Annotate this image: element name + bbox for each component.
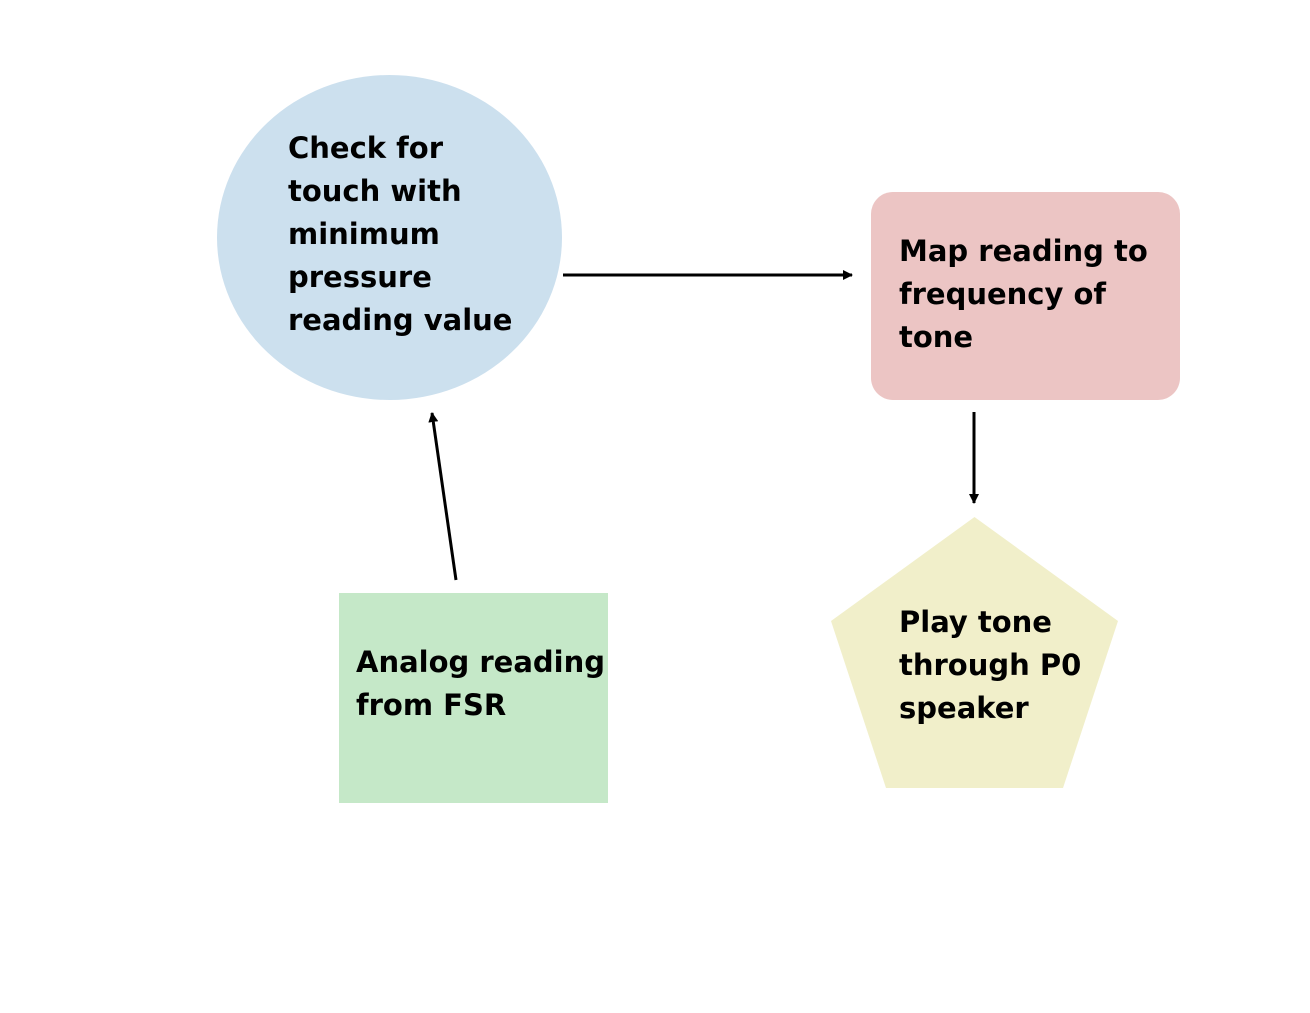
node-map-reading-label: Map reading to frequency of tone (899, 230, 1148, 359)
node-map-reading (871, 192, 1180, 400)
node-check-touch-label: Check for touch with minimum pressure re… (288, 127, 512, 342)
node-analog-reading-label: Analog reading from FSR (356, 641, 605, 727)
node-check-touch-line: touch with (288, 174, 462, 208)
node-play-tone-line: through P0 (899, 648, 1082, 682)
node-check-touch-line: Check for (288, 131, 444, 165)
node-play-tone-label: Play tone through P0 speaker (899, 601, 1081, 730)
pentagon-shape (831, 517, 1118, 788)
arrow-analog-to-check (428, 412, 458, 581)
node-play-tone-line: Play tone (899, 605, 1052, 639)
node-check-touch-line: minimum (288, 217, 440, 251)
node-map-reading-line: tone (899, 320, 974, 354)
node-play-tone-line: speaker (899, 691, 1029, 725)
node-check-touch-line: reading value (288, 303, 513, 337)
node-analog-reading-line: from FSR (356, 688, 507, 722)
node-analog-reading-line: Analog reading (356, 645, 606, 679)
node-play-tone (831, 517, 1118, 788)
node-map-reading-line: frequency of (899, 277, 1107, 311)
node-map-reading-line: Map reading to (899, 234, 1148, 268)
node-analog-reading (339, 593, 608, 803)
node-check-touch (217, 75, 562, 400)
node-check-touch-line: pressure (288, 260, 432, 294)
